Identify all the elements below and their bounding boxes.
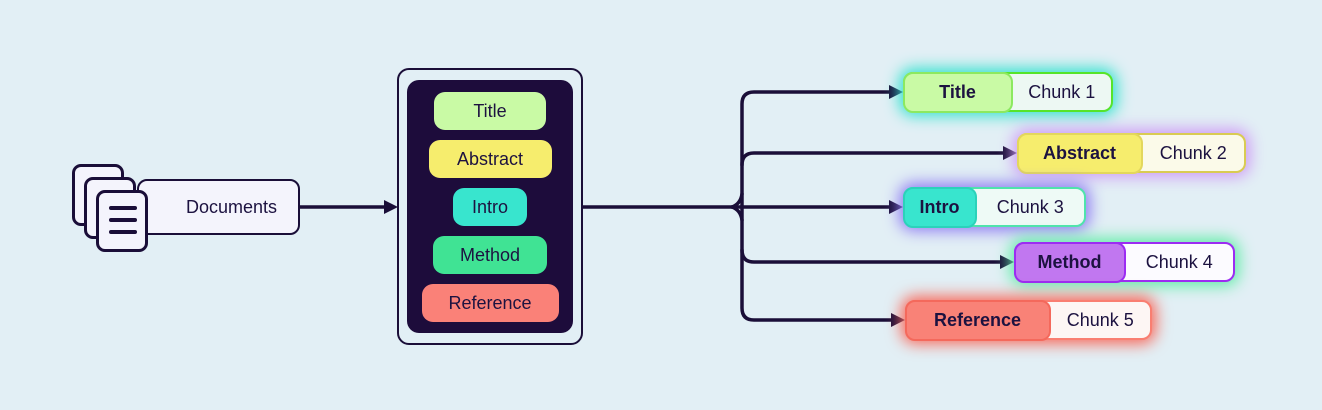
section-pill-title: Title bbox=[434, 92, 546, 130]
chunk-1-section-tag: Title bbox=[902, 71, 1013, 113]
section-pill-abstract: Abstract bbox=[428, 140, 552, 178]
document-page-front bbox=[96, 190, 148, 252]
chunk-2-text: Chunk 2 bbox=[1159, 142, 1227, 163]
section-pill-method: Method bbox=[433, 236, 547, 274]
stacked-documents-icon bbox=[72, 164, 152, 254]
chunk-tag-label: Intro bbox=[919, 196, 960, 217]
arrowhead-chunk-3 bbox=[889, 200, 903, 214]
arrowhead-chunk-5 bbox=[891, 313, 905, 327]
chunk-node-4: Method Chunk 4 bbox=[1013, 241, 1235, 283]
branch-line-to-chunk-2 bbox=[740, 151, 1005, 167]
section-pill-intro: Intro bbox=[453, 188, 527, 226]
chunk-3-text: Chunk 3 bbox=[996, 196, 1064, 217]
chunk-node-5: Reference Chunk 5 bbox=[904, 299, 1152, 341]
branch-line-to-chunk-1 bbox=[740, 90, 891, 209]
document-sections-container: Title Abstract Intro Method Reference bbox=[397, 68, 583, 345]
section-label: Reference bbox=[448, 292, 532, 313]
documents-node: Documents bbox=[137, 179, 300, 235]
chunk-node-1: Title Chunk 1 bbox=[902, 71, 1113, 113]
section-label: Abstract bbox=[456, 148, 524, 169]
arrowhead-chunk-4 bbox=[1000, 255, 1014, 269]
chunk-5-text: Chunk 5 bbox=[1066, 309, 1134, 330]
section-label: Intro bbox=[471, 196, 509, 217]
arrowhead-chunk-1 bbox=[889, 85, 903, 99]
section-label: Method bbox=[459, 244, 521, 265]
chunk-node-2: Abstract Chunk 2 bbox=[1016, 132, 1246, 174]
sections-panel: Title Abstract Intro Method Reference bbox=[407, 80, 573, 333]
chunk-1-text: Chunk 1 bbox=[1028, 81, 1096, 102]
chunk-4-text: Chunk 4 bbox=[1145, 251, 1213, 272]
chunk-2-section-tag: Abstract bbox=[1016, 132, 1143, 174]
section-label: Title bbox=[473, 100, 507, 121]
chunk-3-section-tag: Intro bbox=[902, 186, 977, 228]
documents-label: Documents bbox=[185, 196, 278, 217]
chunk-tag-label: Title bbox=[939, 81, 976, 102]
branch-line-to-chunk-5 bbox=[740, 205, 893, 322]
chunk-tag-label: Method bbox=[1037, 251, 1102, 272]
arrowhead-into-container bbox=[384, 200, 398, 214]
arrowhead-chunk-2 bbox=[1003, 146, 1017, 160]
chunk-5-section-tag: Reference bbox=[904, 299, 1051, 341]
junction-flare bbox=[730, 205, 744, 222]
section-pill-reference: Reference bbox=[421, 284, 559, 322]
branch-line-to-chunk-4 bbox=[740, 248, 1002, 264]
chunk-tag-label: Reference bbox=[933, 309, 1022, 330]
chunk-4-section-tag: Method bbox=[1013, 241, 1126, 283]
chunk-node-3: Intro Chunk 3 bbox=[902, 186, 1086, 228]
chunk-tag-label: Abstract bbox=[1042, 142, 1117, 163]
